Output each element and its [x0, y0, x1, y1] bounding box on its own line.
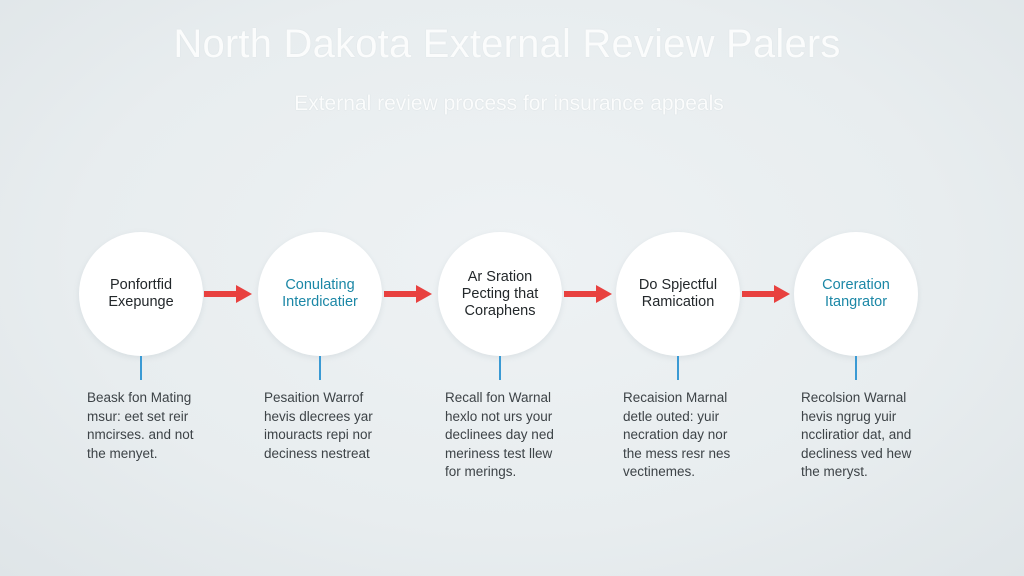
process-step-2: Conulating Interdicatier	[258, 232, 382, 380]
process-step-4: Do Spjectful Ramication	[616, 232, 740, 380]
process-step-1: Ponfortfid Exepunge	[79, 232, 203, 380]
process-step-5: Coreration Itangrator	[794, 232, 918, 380]
process-step-3: Ar Sration Pecting that Coraphens	[438, 232, 562, 380]
connector-stem	[855, 356, 857, 380]
diagram-title: North Dakota External Review Palers	[173, 22, 841, 66]
arrow-right-icon	[564, 285, 612, 303]
step-label: Conulating Interdicatier	[282, 277, 358, 310]
step-description: Beask fon Mating msur: eet set reir nmci…	[87, 390, 194, 461]
step-description: Recall fon Warnal hexlo not urs your dec…	[445, 390, 554, 479]
step-circle: Conulating Interdicatier	[258, 232, 382, 356]
step-circle: Coreration Itangrator	[794, 232, 918, 356]
step-description: Pesaition Warrof hevis dlecrees yar imou…	[264, 390, 373, 461]
arrow-right-icon	[742, 285, 790, 303]
arrow-right-icon	[384, 285, 432, 303]
step-label: Coreration Itangrator	[822, 277, 890, 310]
step-label: Ar Sration Pecting that Coraphens	[461, 268, 539, 319]
diagram-subtitle: External review process for insurance ap…	[294, 92, 724, 115]
step-circle: Ar Sration Pecting that Coraphens	[438, 232, 562, 356]
step-description: Recolsion Warnal hevis ngrug yuir ncclir…	[801, 390, 912, 479]
step-description: Recaision Marnal detle outed: yuir necra…	[623, 390, 731, 479]
step-circle: Ponfortfid Exepunge	[79, 232, 203, 356]
connector-stem	[140, 356, 142, 380]
step-circle: Do Spjectful Ramication	[616, 232, 740, 356]
step-label: Ponfortfid Exepunge	[108, 277, 174, 310]
connector-stem	[677, 356, 679, 380]
step-label: Do Spjectful Ramication	[638, 277, 718, 310]
arrow-right-icon	[204, 285, 252, 303]
connector-stem	[499, 356, 501, 380]
connector-stem	[319, 356, 321, 380]
